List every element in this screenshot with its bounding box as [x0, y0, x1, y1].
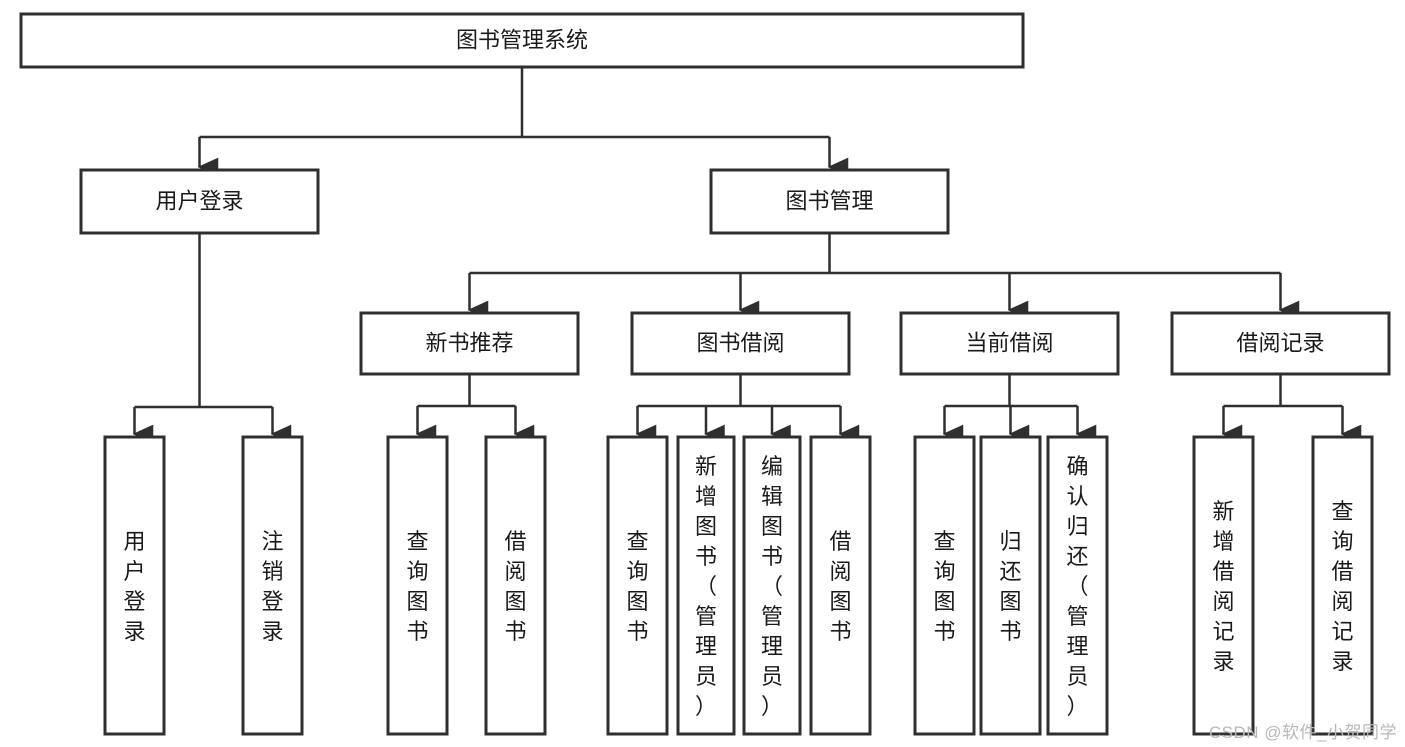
node-leaf-user-login[interactable]: 用户登录 — [103, 435, 166, 736]
node-label: 查询借阅记录 — [1331, 499, 1353, 674]
node-leaf-confirm-return[interactable]: 确认归还（管理员） — [1046, 435, 1109, 736]
csdn-watermark: CSDN @软件_小贺同学 — [1208, 723, 1397, 742]
node-label: 归还图书 — [999, 529, 1021, 644]
branch-book-borrow — [635, 374, 860, 444]
node-leaf-add-book[interactable]: 新增图书（管理员） — [676, 435, 736, 736]
node-box — [1046, 435, 1109, 736]
branch-book-manage — [467, 233, 1300, 320]
node-box — [484, 435, 547, 736]
node-box — [79, 168, 320, 235]
node-box — [1170, 311, 1391, 376]
node-leaf-edit-book[interactable]: 编辑图书（管理员） — [742, 435, 802, 736]
node-leaf-logout[interactable]: 注销登录 — [241, 435, 304, 736]
node-label: 查询图书 — [626, 529, 648, 644]
node-leaf-borrow-book-1[interactable]: 借阅图书 — [484, 435, 547, 736]
node-box — [1192, 435, 1255, 736]
branch-current-borrow — [942, 374, 1097, 444]
node-box — [742, 435, 802, 736]
node-leaf-borrow-book-2[interactable]: 借阅图书 — [809, 435, 872, 736]
node-label: 借阅记录 — [1236, 330, 1324, 355]
node-label: 编辑图书（管理员） — [761, 454, 783, 719]
node-leaf-query-book-3[interactable]: 查询图书 — [913, 435, 976, 736]
node-label: 图书管理 — [785, 188, 873, 213]
node-box — [606, 435, 669, 736]
node-leaf-query-book-1[interactable]: 查询图书 — [386, 435, 449, 736]
node-leaf-query-record[interactable]: 查询借阅记录 — [1311, 435, 1374, 736]
nodes-layer: 图书管理系统用户登录图书管理新书推荐图书借阅当前借阅借阅记录用户登录注销登录查询… — [19, 12, 1391, 736]
node-box — [630, 311, 851, 376]
node-label: 确认归还（管理员） — [1066, 454, 1088, 719]
node-box — [979, 435, 1042, 736]
node-label: 注销登录 — [261, 529, 283, 644]
node-label: 新增图书（管理员） — [695, 454, 717, 719]
node-box — [676, 435, 736, 736]
node-label: 新书推荐 — [425, 330, 513, 355]
node-box — [709, 168, 950, 235]
node-box — [913, 435, 976, 736]
node-label: 查询图书 — [933, 529, 955, 644]
node-box — [386, 435, 449, 736]
node-label: 新增借阅记录 — [1212, 499, 1234, 674]
node-box — [1311, 435, 1374, 736]
node-label: 图书管理系统 — [456, 27, 588, 52]
node-box — [19, 12, 1025, 69]
branch-new-book-rec — [415, 374, 535, 444]
node-current-borrow[interactable]: 当前借阅 — [899, 311, 1120, 376]
node-leaf-add-record[interactable]: 新增借阅记录 — [1192, 435, 1255, 736]
node-root[interactable]: 图书管理系统 — [19, 12, 1025, 69]
node-label: 用户登录 — [155, 188, 243, 213]
connectors-layer — [132, 67, 1362, 444]
node-box — [359, 311, 580, 376]
node-label: 借阅图书 — [829, 529, 851, 644]
node-label: 借阅图书 — [504, 529, 526, 644]
node-box — [103, 435, 166, 736]
node-borrow-record[interactable]: 借阅记录 — [1170, 311, 1391, 376]
node-box — [809, 435, 872, 736]
node-book-manage[interactable]: 图书管理 — [709, 168, 950, 235]
branch-user-login — [132, 233, 292, 444]
node-leaf-query-book-2[interactable]: 查询图书 — [606, 435, 669, 736]
node-label: 查询图书 — [406, 529, 428, 644]
node-new-book-rec[interactable]: 新书推荐 — [359, 311, 580, 376]
node-box — [241, 435, 304, 736]
node-user-login[interactable]: 用户登录 — [79, 168, 320, 235]
branch-root — [197, 67, 849, 177]
node-label: 用户登录 — [123, 529, 145, 644]
branch-borrow-record — [1221, 374, 1362, 444]
node-label: 当前借阅 — [965, 330, 1053, 355]
node-box — [899, 311, 1120, 376]
node-book-borrow[interactable]: 图书借阅 — [630, 311, 851, 376]
node-label: 图书借阅 — [696, 330, 784, 355]
node-leaf-return-book[interactable]: 归还图书 — [979, 435, 1042, 736]
